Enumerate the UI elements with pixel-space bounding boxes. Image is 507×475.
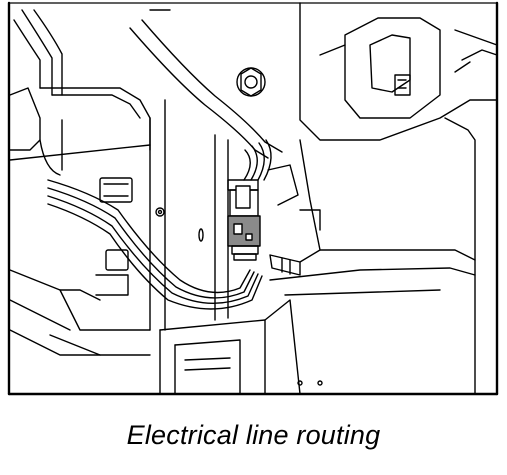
lower-right-panel — [269, 117, 476, 395]
lower-left-structure — [9, 269, 151, 356]
side-clamp — [267, 164, 321, 276]
lower-housing — [159, 299, 301, 395]
upper-hose — [129, 9, 283, 159]
vertical-post — [149, 99, 229, 331]
upper-wire-bundle — [243, 139, 272, 181]
frame — [7, 1, 499, 396]
connector — [227, 179, 261, 261]
right-bracket — [299, 2, 498, 141]
left-harness — [47, 177, 263, 310]
upper-left-housing — [9, 9, 151, 176]
bolt — [236, 67, 266, 97]
figure-caption: Electrical line routing — [126, 420, 381, 450]
